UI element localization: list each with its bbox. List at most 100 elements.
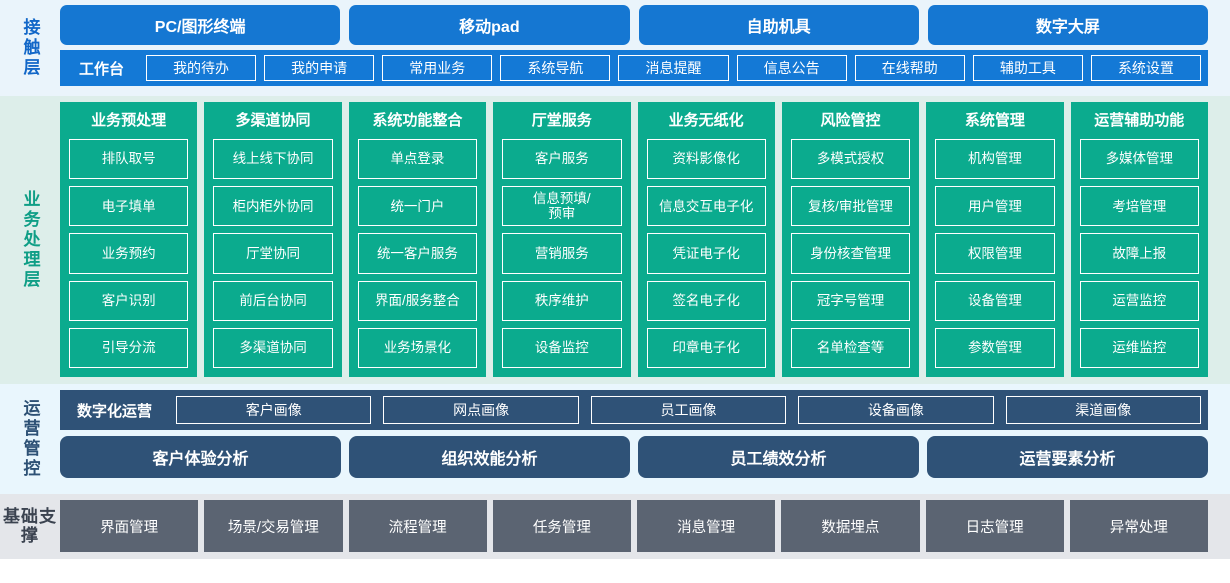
- column-title: 系统功能整合: [372, 112, 463, 129]
- digital-operations-bar: 数字化运营 客户画像 网点画像 员工画像 设备画像 渠道画像: [60, 390, 1208, 430]
- biz-item-device-monitoring[interactable]: 设备监控: [502, 327, 622, 369]
- biz-item-operation-monitoring[interactable]: 运营监控: [1079, 280, 1199, 321]
- biz-item-guidance-diversion[interactable]: 引导分流: [69, 327, 189, 369]
- business-column-multichannel: 多渠道协同 线上线下协同 柜内柜外协同 厅堂协同 前后台协同 多渠道协同: [204, 102, 342, 377]
- channel-row: PC/图形终端 移动pad 自助机具 数字大屏: [60, 5, 1208, 45]
- biz-item-customer-identification[interactable]: 客户识别: [69, 280, 189, 321]
- biz-item-single-sign-on[interactable]: 单点登录: [357, 139, 478, 180]
- biz-item-maintenance-monitoring[interactable]: 运维监控: [1079, 327, 1199, 369]
- biz-item-business-scenario[interactable]: 业务场景化: [357, 327, 478, 369]
- biz-item-queue-number[interactable]: 排队取号: [69, 139, 189, 180]
- foundation-item-task-management[interactable]: 任务管理: [492, 500, 631, 552]
- biz-item-parameter-management[interactable]: 参数管理: [935, 327, 1055, 369]
- workbench-item-system-navigation[interactable]: 系统导航: [500, 55, 611, 81]
- business-column-pretreatment: 业务预处理 排队取号 电子填单 业务预约 客户识别 引导分流: [60, 102, 198, 377]
- biz-item-permission-management[interactable]: 权限管理: [935, 233, 1055, 274]
- business-layer-body: 业务预处理 排队取号 电子填单 业务预约 客户识别 引导分流 多渠道协同 线上线…: [60, 102, 1230, 377]
- column-title: 风险管控: [820, 112, 881, 129]
- channel-box-digital-screen[interactable]: 数字大屏: [927, 5, 1208, 45]
- foundation-item-scenario-transaction-management[interactable]: 场景/交易管理: [204, 500, 343, 552]
- biz-item-hall-collab[interactable]: 厅堂协同: [213, 233, 333, 274]
- workbench-item-common-business[interactable]: 常用业务: [382, 55, 493, 81]
- biz-item-info-exchange-electronic[interactable]: 信息交互电子化: [646, 186, 766, 227]
- channel-box-self-service[interactable]: 自助机具: [638, 5, 919, 45]
- foundation-item-process-management[interactable]: 流程管理: [348, 500, 487, 552]
- column-title: 多渠道协同: [235, 112, 311, 129]
- business-column-operation-support: 运营辅助功能 多媒体管理 考培管理 故障上报 运营监控 运维监控: [1070, 102, 1208, 377]
- biz-item-multimode-authorization[interactable]: 多模式授权: [790, 139, 911, 180]
- operations-layer: 运营管控 数字化运营 客户画像 网点画像 员工画像 设备画像 渠道画像 客户体验…: [0, 384, 1230, 494]
- analysis-box-customer-experience[interactable]: 客户体验分析: [60, 436, 341, 478]
- biz-item-counter-collab[interactable]: 柜内柜外协同: [213, 186, 333, 227]
- column-title: 运营辅助功能: [1094, 112, 1185, 129]
- foundation-item-message-management[interactable]: 消息管理: [637, 500, 776, 552]
- workbench-item-online-help[interactable]: 在线帮助: [854, 55, 965, 81]
- biz-item-front-back-collab[interactable]: 前后台协同: [213, 280, 333, 321]
- business-column-paperless: 业务无纸化 资料影像化 信息交互电子化 凭证电子化 签名电子化 印章电子化: [637, 102, 775, 377]
- portrait-item-employee[interactable]: 员工画像: [590, 396, 787, 424]
- biz-item-organization-management[interactable]: 机构管理: [935, 139, 1055, 180]
- biz-item-multimedia-management[interactable]: 多媒体管理: [1079, 139, 1199, 180]
- biz-item-marketing-service[interactable]: 营销服务: [502, 233, 622, 274]
- business-column-system-integration: 系统功能整合 单点登录 统一门户 统一客户服务 界面/服务整合 业务场景化: [348, 102, 487, 377]
- workbench-item-my-application[interactable]: 我的申请: [264, 55, 375, 81]
- biz-item-unified-customer-service[interactable]: 统一客户服务: [357, 233, 478, 274]
- biz-item-ui-service-integration[interactable]: 界面/服务整合: [357, 280, 478, 321]
- business-layer-label: 业务处理层: [20, 189, 40, 290]
- biz-item-voucher-electronic[interactable]: 凭证电子化: [646, 233, 766, 274]
- analysis-box-employee-performance[interactable]: 员工绩效分析: [638, 436, 919, 478]
- workbench-item-my-todo[interactable]: 我的待办: [146, 55, 257, 81]
- biz-item-signature-electronic[interactable]: 签名电子化: [646, 280, 766, 321]
- biz-item-info-prefill-prereview[interactable]: 信息预填/预审: [502, 186, 622, 227]
- portrait-item-branch[interactable]: 网点画像: [383, 396, 579, 424]
- analysis-box-operation-factors[interactable]: 运营要素分析: [927, 436, 1208, 478]
- biz-item-multichannel-collab[interactable]: 多渠道协同: [213, 327, 333, 369]
- biz-item-identity-verification-management[interactable]: 身份核查管理: [790, 233, 911, 274]
- touch-layer: 接触层 PC/图形终端 移动pad 自助机具 数字大屏 工作台 我的待办 我的申…: [0, 0, 1230, 96]
- foundation-item-log-management[interactable]: 日志管理: [925, 500, 1064, 552]
- biz-item-online-offline-collab[interactable]: 线上线下协同: [213, 139, 333, 180]
- biz-item-order-maintenance[interactable]: 秩序维护: [502, 280, 622, 321]
- portrait-item-device[interactable]: 设备画像: [798, 396, 994, 424]
- biz-item-user-management[interactable]: 用户管理: [935, 186, 1055, 227]
- biz-item-customer-service[interactable]: 客户服务: [502, 139, 622, 180]
- column-title: 厅堂服务: [531, 112, 592, 129]
- business-layer: 业务处理层 业务预处理 排队取号 电子填单 业务预约 客户识别 引导分流 多渠道…: [0, 96, 1230, 384]
- biz-item-banknote-serial-management[interactable]: 冠字号管理: [790, 280, 911, 321]
- biz-item-fault-reporting[interactable]: 故障上报: [1079, 233, 1199, 274]
- foundation-layer-label-text: 基础支撑: [3, 506, 57, 545]
- foundation-layer-body: 界面管理 场景/交易管理 流程管理 任务管理 消息管理 数据埋点 日志管理 异常…: [60, 500, 1230, 552]
- channel-box-pc[interactable]: PC/图形终端: [60, 5, 341, 45]
- business-column-hall-service: 厅堂服务 客户服务 信息预填/预审 营销服务 秩序维护 设备监控: [493, 102, 631, 377]
- workbench-item-system-settings[interactable]: 系统设置: [1090, 55, 1201, 81]
- biz-item-review-approval-management[interactable]: 复核/审批管理: [790, 186, 911, 227]
- workbench-item-message-reminder[interactable]: 消息提醒: [618, 55, 729, 81]
- foundation-layer: 基础支撑 界面管理 场景/交易管理 流程管理 任务管理 消息管理 数据埋点 日志…: [0, 494, 1230, 559]
- portrait-item-customer[interactable]: 客户画像: [176, 396, 372, 424]
- biz-item-seal-electronic[interactable]: 印章电子化: [646, 327, 766, 369]
- workbench-item-info-announcement[interactable]: 信息公告: [736, 55, 847, 81]
- workbench-title: 工作台: [79, 60, 125, 78]
- workbench-item-auxiliary-tools[interactable]: 辅助工具: [972, 55, 1083, 81]
- business-column-risk-control: 风险管控 多模式授权 复核/审批管理 身份核查管理 冠字号管理 名单检查等: [781, 102, 920, 377]
- analysis-row: 客户体验分析 组织效能分析 员工绩效分析 运营要素分析: [60, 436, 1208, 478]
- biz-item-device-management[interactable]: 设备管理: [935, 280, 1055, 321]
- portrait-item-channel[interactable]: 渠道画像: [1005, 396, 1201, 424]
- biz-item-electronic-form[interactable]: 电子填单: [69, 186, 189, 227]
- biz-item-unified-portal[interactable]: 统一门户: [357, 186, 478, 227]
- foundation-layer-label: 基础支撑: [0, 500, 60, 552]
- channel-box-mobile-pad[interactable]: 移动pad: [349, 5, 630, 45]
- operations-layer-label: 运营管控: [20, 398, 40, 479]
- column-title: 系统管理: [964, 112, 1025, 129]
- touch-layer-body: PC/图形终端 移动pad 自助机具 数字大屏 工作台 我的待办 我的申请 常用…: [60, 5, 1230, 90]
- biz-item-list-check[interactable]: 名单检查等: [790, 327, 911, 369]
- digital-operations-title: 数字化运营: [77, 402, 153, 420]
- analysis-box-organizational-efficiency[interactable]: 组织效能分析: [349, 436, 630, 478]
- biz-item-training-management[interactable]: 考培管理: [1079, 186, 1199, 227]
- foundation-item-ui-management[interactable]: 界面管理: [60, 500, 199, 552]
- foundation-item-exception-handling[interactable]: 异常处理: [1069, 500, 1208, 552]
- foundation-item-data-tracking[interactable]: 数据埋点: [781, 500, 920, 552]
- biz-item-business-appointment[interactable]: 业务预约: [69, 233, 189, 274]
- biz-item-document-imaging[interactable]: 资料影像化: [646, 139, 766, 180]
